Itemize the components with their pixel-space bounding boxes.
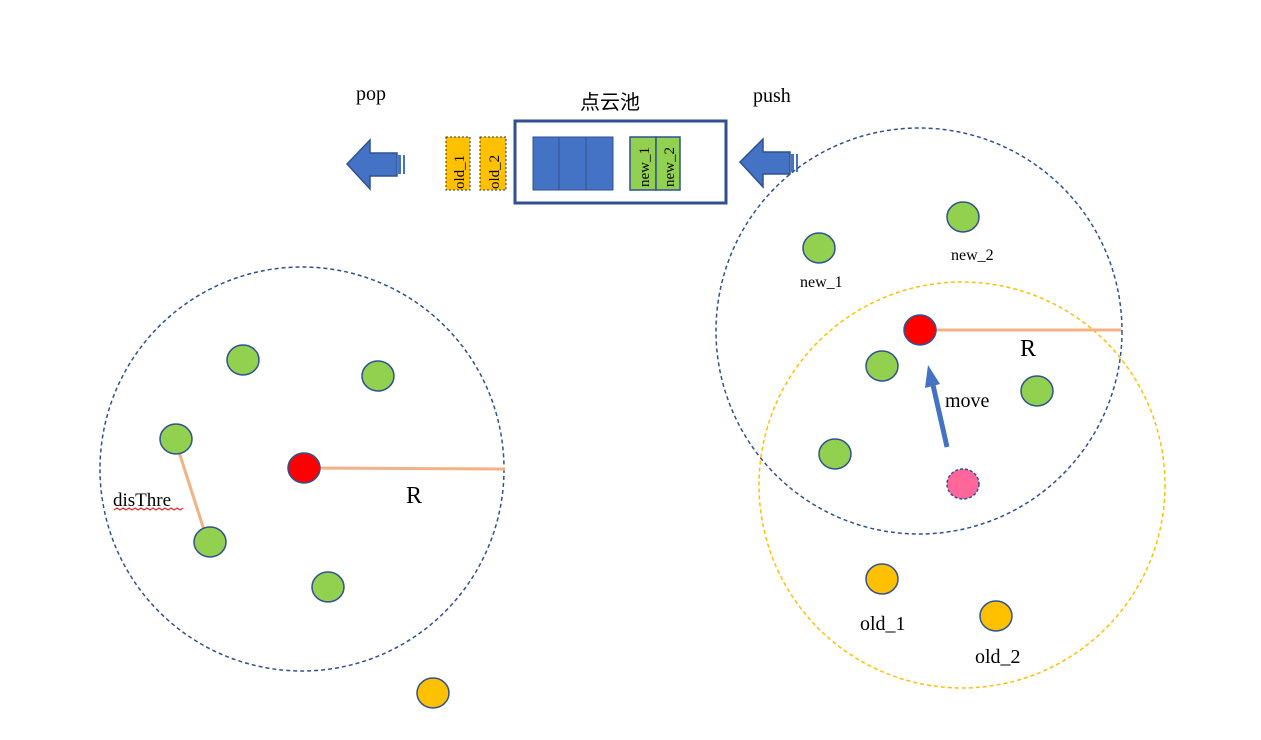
radius-line [303,466,506,471]
old-2-label: old_2 [975,646,1021,668]
push-arrow-icon [738,137,798,189]
pool-block [532,136,560,191]
center-point-red [287,452,321,484]
point-green-new [946,201,980,233]
point-green [226,344,260,376]
move-arrow-icon [925,365,950,448]
new-2-label: new_2 [951,247,994,264]
move-label: move [945,390,990,412]
pool-block [558,136,587,191]
new-search-circle [715,127,1123,535]
point-green [159,423,193,455]
point-green [818,438,852,470]
pool-old-item-label: old_1 [452,155,468,189]
new-1-label: new_1 [800,274,843,291]
radius-label: R [406,483,422,509]
pool-old-item: old_2 [479,136,507,191]
pool-new-item: new_1 [629,136,657,191]
point-old [416,677,450,709]
point-old [865,563,899,595]
pop-arrow-icon [345,138,405,191]
point-green [193,526,227,558]
point-old [979,600,1013,632]
radius-label: R [1020,336,1036,362]
previous-center-point [946,468,980,500]
dis-threshold-label: disThre [113,490,171,511]
pool-title: 点云池 [580,90,640,114]
pool-old-item-label: old_2 [487,155,503,189]
pool-new-item-label: new_2 [662,147,678,187]
pop-label: pop [356,83,386,105]
push-label: push [753,85,791,107]
pool-old-item: old_1 [445,136,471,191]
point-green [311,571,345,603]
point-green [865,350,899,382]
pool-new-item-label: new_1 [637,147,653,187]
old-search-circle [758,281,1166,689]
spellcheck-underline [113,507,184,511]
pool-frame [513,119,728,205]
pool-block [585,136,614,191]
point-green-new [802,232,836,264]
old-1-label: old_1 [860,613,906,635]
pool-new-item: new_2 [655,136,681,191]
point-green [361,360,395,392]
dis-threshold-line [177,451,206,531]
center-point-red [903,314,937,346]
point-green [1020,375,1054,407]
